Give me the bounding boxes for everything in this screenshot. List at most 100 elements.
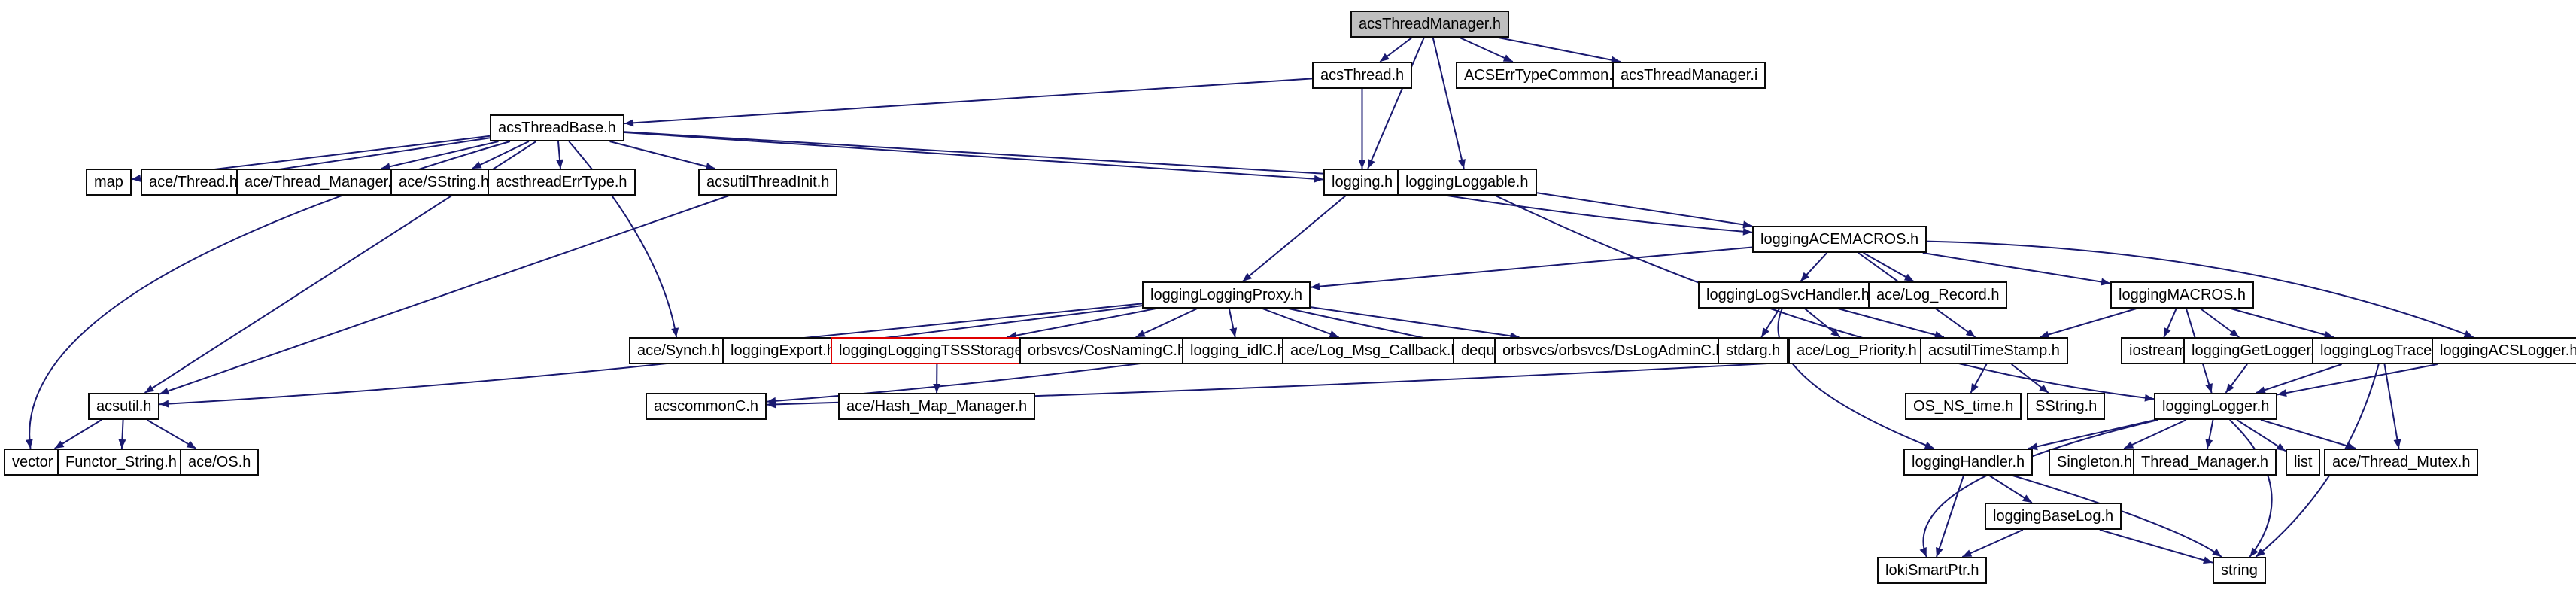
node-ace_OS_h: ace/OS.h (180, 449, 260, 476)
node-orbsvcs_DsLogAdminC_h: orbsvcs/orbsvcs/DsLogAdminC.h (1494, 337, 1733, 364)
node-loggingLogger_h[interactable]: loggingLogger.h (2154, 393, 2278, 420)
edge-loggingLogTrace_h--loggingLogger_h (2256, 363, 2342, 394)
edge-acsutilTimeStamp_h--SString_h (2011, 363, 2049, 394)
node-acsutil_h[interactable]: acsutil.h (88, 393, 160, 420)
edge-loggingLogger_h--string (2229, 419, 2273, 558)
node-acsThreadManager_i[interactable]: acsThreadManager.i (1612, 62, 1766, 89)
edge-loggingMACROS_h--loggingGetLogger_h (2200, 308, 2240, 338)
node-iostream: iostream (2121, 337, 2195, 364)
edge-acsThreadBase_h--ace_Thread_h (245, 137, 491, 177)
node-ace_Hash_Map_Manager_h: ace/Hash_Map_Manager.h (838, 393, 1036, 420)
edge-acsThread_h--acsThreadBase_h (624, 78, 1313, 127)
edge-loggingLogSvcHandler_h--loggingHandler_h (1777, 308, 1935, 449)
edge-loggingACEMACROS_h--loggingACSLogger_h (1926, 240, 2474, 338)
node-OS_NS_time_h: OS_NS_time.h (1905, 393, 2022, 420)
edge-loggingLoggable_h--loggingACEMACROS_h (1536, 192, 1753, 229)
node-loggingLoggingTSSStorage_h[interactable]: loggingLoggingTSSStorage.h (831, 337, 1044, 364)
edge-acsutilThreadInit_h--acsutil_h (159, 195, 730, 395)
edge-loggingHandler_h--loggingBaseLog_h (1988, 475, 2033, 503)
node-loggingMACROS_h[interactable]: loggingMACROS.h (2110, 281, 2254, 309)
edge-loggingLoggingProxy_h--ace_Log_Msg_Callback_h (1262, 308, 1339, 338)
edge-loggingLogger_h--loggingHandler_h (2028, 419, 2156, 451)
edge-loggingLoggingProxy_h--orbsvcs_CosNamingC_h (1135, 308, 1198, 338)
node-lokiSmartPtr_h[interactable]: lokiSmartPtr.h (1877, 557, 1988, 584)
node-acsutilTimeStamp_h[interactable]: acsutilTimeStamp.h (1920, 337, 2068, 364)
edge-acsThreadBase_h--acsthreadErrType_h (556, 141, 564, 169)
edge-logging_h--loggingACEMACROS_h (1400, 187, 1753, 236)
edge-acsThreadBase_h--acsutilThreadInit_h (609, 141, 715, 170)
node-SString_h: SString.h (2027, 393, 2106, 420)
node-ace_Thread_Mutex_h: ace/Thread_Mutex.h (2324, 449, 2479, 476)
edge-acsThreadBase_h--ace_Thread_Manager_h (381, 141, 499, 171)
edge-acsThreadBase_h--loggingLoggable_h (624, 131, 1398, 181)
node-loggingACSLogger_h[interactable]: loggingACSLogger.h (2432, 337, 2576, 364)
node-orbsvcs_CosNamingC_h: orbsvcs/CosNamingC.h (1019, 337, 1195, 364)
node-loggingBaseLog_h[interactable]: loggingBaseLog.h (1985, 503, 2122, 530)
node-logging_idlC_h[interactable]: logging_idlC.h (1182, 337, 1294, 364)
edge-loggingMACROS_h--acsutilTimeStamp_h (2040, 308, 2137, 339)
node-list: list (2286, 449, 2321, 476)
edge-loggingHandler_h--lokiSmartPtr_h (1936, 475, 1964, 558)
edge-loggingBaseLog_h--string (2099, 529, 2213, 564)
edge-loggingLogger_h--Thread_Manager_h (2205, 419, 2214, 449)
node-acscommonC_h[interactable]: acscommonC.h (646, 393, 767, 420)
edge-loggingLogger_h--ace_Thread_Mutex_h (2260, 419, 2356, 450)
node-logging_h[interactable]: logging.h (1323, 169, 1402, 196)
node-ace_Log_Priority_h: ace/Log_Priority.h (1788, 337, 1925, 364)
dependency-edges (25, 37, 2474, 564)
node-loggingGetLogger_h[interactable]: loggingGetLogger.h (2183, 337, 2331, 364)
edge-acsutil_h--Functor_String_h (118, 419, 126, 449)
edge-acsThreadBase_h--logging_h (624, 132, 1324, 183)
edge-loggingLoggingProxy_h--loggingLoggingTSSStorage_h (1007, 308, 1156, 339)
node-acsThreadBase_h[interactable]: acsThreadBase.h (490, 114, 624, 141)
node-acsThreadManager_h: acsThreadManager.h (1350, 11, 1510, 38)
edge-logging_h--loggingLoggingProxy_h (1242, 195, 1347, 282)
edge-loggingLoggingProxy_h--logging_idlC_h (1228, 308, 1238, 338)
node-loggingExport_h[interactable]: loggingExport.h (722, 337, 843, 364)
node-ace_Thread_h: ace/Thread.h (141, 169, 246, 196)
edge-loggingACEMACROS_h--loggingMACROS_h (1922, 252, 2111, 286)
edge-loggingLogSvcHandler_h--stdarg_h (1760, 308, 1781, 338)
edge-loggingLogger_h--lokiSmartPtr_h (1919, 419, 2158, 558)
edge-loggingLoggingProxy_h--orbsvcs_DsLogAdminC_h (1310, 306, 1520, 340)
node-ace_Log_Msg_Callback_h: ace/Log_Msg_Callback.h (1282, 337, 1468, 364)
node-Singleton_h: Singleton.h (2049, 449, 2141, 476)
node-vector: vector (4, 449, 62, 476)
edge-loggingACEMACROS_h--loggingLoggingProxy_h (1310, 246, 1753, 290)
node-acsThread_h[interactable]: acsThread.h (1312, 62, 1413, 89)
edge-loggingACEMACROS_h--ace_Log_Record_h (1863, 252, 1915, 282)
edge-loggingLogSvcHandler_h--ace_Log_Priority_h (1804, 308, 1841, 338)
node-ace_Thread_Manager_h: ace/Thread_Manager.h (236, 169, 409, 196)
node-Thread_Manager_h: Thread_Manager.h (2133, 449, 2277, 476)
node-loggingHandler_h[interactable]: loggingHandler.h (1903, 449, 2034, 476)
edge-loggingBaseLog_h--lokiSmartPtr_h (1961, 529, 2024, 558)
node-stdarg_h: stdarg.h (1718, 337, 1789, 364)
node-loggingLogSvcHandler_h[interactable]: loggingLogSvcHandler.h (1698, 281, 1878, 309)
edge-loggingMACROS_h--iostream (2163, 308, 2177, 338)
node-ace_Log_Record_h: ace/Log_Record.h (1868, 281, 2008, 309)
node-ace_SString_h: ace/SString.h (390, 169, 498, 196)
edge-loggingLogger_h--list (2236, 419, 2286, 452)
edge-acsThreadManager_h--acsThreadManager_i (1498, 37, 1621, 64)
node-ACSErrTypeCommon_h[interactable]: ACSErrTypeCommon.h (1456, 62, 1630, 89)
node-loggingLoggingProxy_h[interactable]: loggingLoggingProxy.h (1142, 281, 1311, 309)
node-loggingACEMACROS_h[interactable]: loggingACEMACROS.h (1752, 226, 1927, 253)
edge-acsThreadManager_h--logging_h (1367, 37, 1425, 169)
edge-loggingExport_h--acsutil_h (159, 357, 723, 408)
node-string: string (2213, 557, 2266, 584)
edge-loggingLogger_h--Singleton_h (2123, 419, 2187, 449)
node-Functor_String_h[interactable]: Functor_String.h (57, 449, 185, 476)
edge-acsThreadManager_h--loggingLoggable_h (1432, 37, 1466, 169)
node-acsutilThreadInit_h[interactable]: acsutilThreadInit.h (698, 169, 838, 196)
node-loggingLoggable_h[interactable]: loggingLoggable.h (1397, 169, 1537, 196)
edge-loggingACEMACROS_h--loggingLogSvcHandler_h (1800, 252, 1828, 282)
edge-loggingGetLogger_h--loggingLogger_h (2225, 363, 2248, 394)
edge-logging_idlC_h--acscommonC_h (766, 357, 1183, 405)
node-acsthreadErrType_h[interactable]: acsthreadErrType.h (488, 169, 636, 196)
edge-loggingLogSvcHandler_h--acsutilTimeStamp_h (1837, 308, 1945, 339)
edge-loggingHandler_h--string (2012, 475, 2222, 558)
edge-acsThreadBase_h--ace_SString_h (472, 141, 530, 169)
edge-acsThreadManager_h--ACSErrTypeCommon_h (1459, 37, 1514, 62)
